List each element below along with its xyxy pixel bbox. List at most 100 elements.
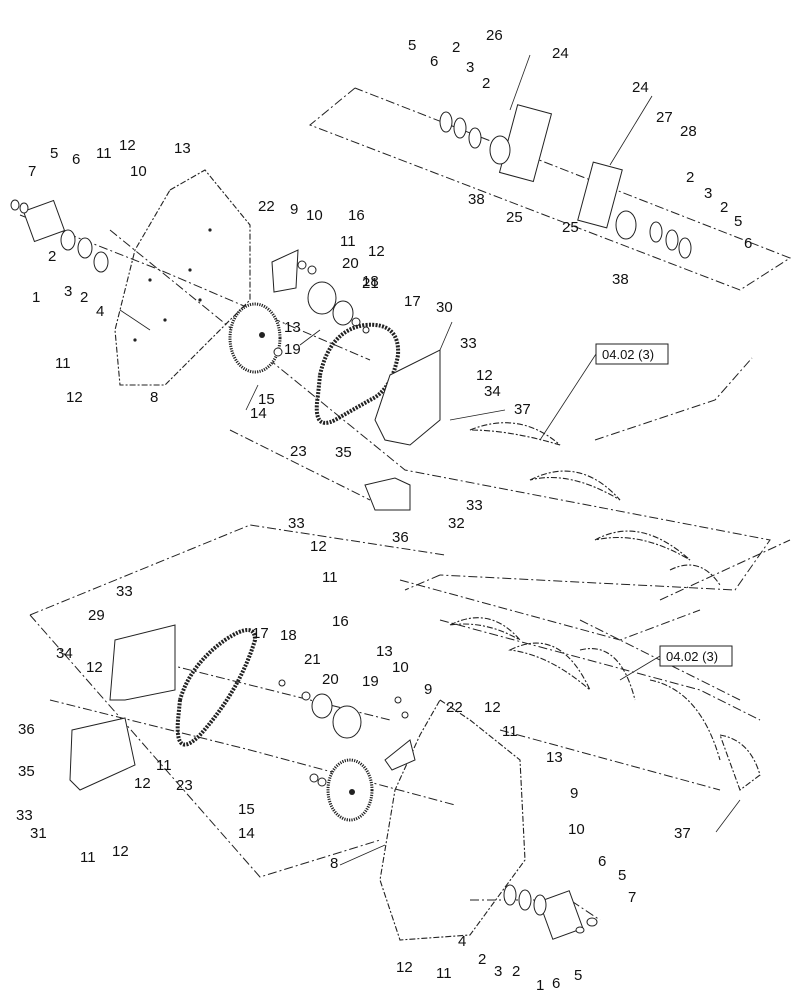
callout: 5: [734, 213, 742, 230]
callout: 12: [119, 137, 136, 154]
callout: 3: [466, 59, 474, 76]
callout: 37: [514, 401, 531, 418]
callout: 20: [342, 255, 359, 272]
callouts-upper: 1 2 3 2 4 5 6 7 8 9 10 10 11 11 12 12 13…: [28, 27, 752, 586]
callouts-lower: 33 29 34 12 36 35 12 11 33 31 11 12 23 1…: [16, 583, 691, 994]
callout: 13: [174, 140, 191, 157]
callout: 12: [134, 775, 151, 792]
callout: 7: [628, 889, 636, 906]
callout: 26: [486, 27, 503, 44]
callout: 6: [72, 151, 80, 168]
callout: 11: [502, 723, 518, 740]
callout: 11: [436, 965, 452, 982]
callout: 14: [250, 405, 267, 422]
callout: 2: [720, 199, 728, 216]
callout: 11: [55, 355, 71, 372]
callout: 14: [238, 825, 255, 842]
callout: 5: [408, 37, 416, 54]
tensioner-lower: [384, 696, 416, 771]
callout: 35: [335, 444, 352, 461]
callout: 2: [80, 289, 88, 306]
callout: 6: [552, 975, 560, 992]
callout: 33: [288, 515, 305, 532]
left-side-plate-upper: [114, 169, 251, 386]
callout: 12: [396, 959, 413, 976]
callout: 37: [674, 825, 691, 842]
callout: 2: [482, 75, 490, 92]
callout: 7: [28, 163, 36, 180]
drive-chain-lower: [175, 628, 258, 747]
auger-flights-upper: [469, 422, 721, 586]
callout: 30: [436, 299, 453, 316]
callout: 2: [478, 951, 486, 968]
callout: 25: [562, 219, 579, 236]
callout: 5: [574, 967, 582, 984]
callout: 29: [88, 607, 105, 624]
callout: 6: [430, 53, 438, 70]
callout: 4: [96, 303, 104, 320]
callout: 18: [280, 627, 297, 644]
callout: 32: [448, 515, 465, 532]
leader-lines: [119, 54, 741, 866]
callout: 18: [362, 273, 379, 290]
callout: 21: [362, 275, 379, 292]
callout: 6: [598, 853, 606, 870]
callout: 23: [290, 443, 307, 460]
large-sprocket-upper: [228, 302, 283, 374]
callout: 22: [446, 699, 463, 716]
callout: 35: [18, 763, 35, 780]
callout: 12: [66, 389, 83, 406]
callout: 3: [494, 963, 502, 980]
callout: 11: [96, 145, 112, 162]
callout: 27: [656, 109, 673, 126]
bearing-assembly-upper-left: [10, 199, 109, 273]
reference-label-upper: 04.02 (3): [602, 347, 654, 362]
reference-label-lower: 04.02 (3): [666, 649, 718, 664]
callout: 5: [50, 145, 58, 162]
bearing-assembly-lower-right: [503, 884, 598, 940]
callout: 22: [258, 198, 275, 215]
callout: 3: [704, 185, 712, 202]
callout: 31: [30, 825, 47, 842]
callout: 38: [612, 271, 629, 288]
callout: 8: [330, 855, 338, 872]
callout: 9: [290, 201, 298, 218]
callout: 13: [284, 319, 301, 336]
callout: 20: [322, 671, 339, 688]
large-sprocket-lower: [309, 758, 374, 822]
callout: 19: [284, 341, 301, 358]
callout: 8: [150, 389, 158, 406]
callout: 33: [116, 583, 133, 600]
callout: 11: [156, 757, 172, 774]
callout: 12: [484, 699, 501, 716]
callout: 16: [348, 207, 365, 224]
reference-box-lower: 04.02 (3): [619, 645, 733, 681]
callout: 2: [452, 39, 460, 56]
callout: 33: [466, 497, 483, 514]
callout: 15: [258, 391, 275, 408]
sprocket-upper: [307, 281, 370, 334]
callout: 13: [546, 749, 563, 766]
reference-box-upper: 04.02 (3): [539, 343, 669, 441]
callout: 15: [238, 801, 255, 818]
callout: 1: [32, 289, 40, 306]
auger-flights-lower: [449, 617, 761, 791]
chain-guard-upper: [374, 349, 441, 446]
callout: 34: [484, 383, 501, 400]
callout: 12: [368, 243, 385, 260]
guard-bracket-upper: [364, 477, 411, 511]
callout: 12: [112, 843, 129, 860]
callout: 17: [252, 625, 269, 642]
callout: 25: [506, 209, 523, 226]
callout: 10: [392, 659, 409, 676]
drive-chain-upper: [314, 322, 401, 425]
callout: 11: [80, 849, 96, 866]
callout: 2: [512, 963, 520, 980]
callout: 17: [404, 293, 421, 310]
callout: 24: [552, 45, 569, 62]
side-plate-holes-upper: [133, 228, 212, 342]
tensioner-upper: [271, 249, 317, 293]
chain-guard-lower: [109, 624, 176, 701]
callout: 12: [476, 367, 493, 384]
bearing-assembly-right: [577, 161, 692, 259]
